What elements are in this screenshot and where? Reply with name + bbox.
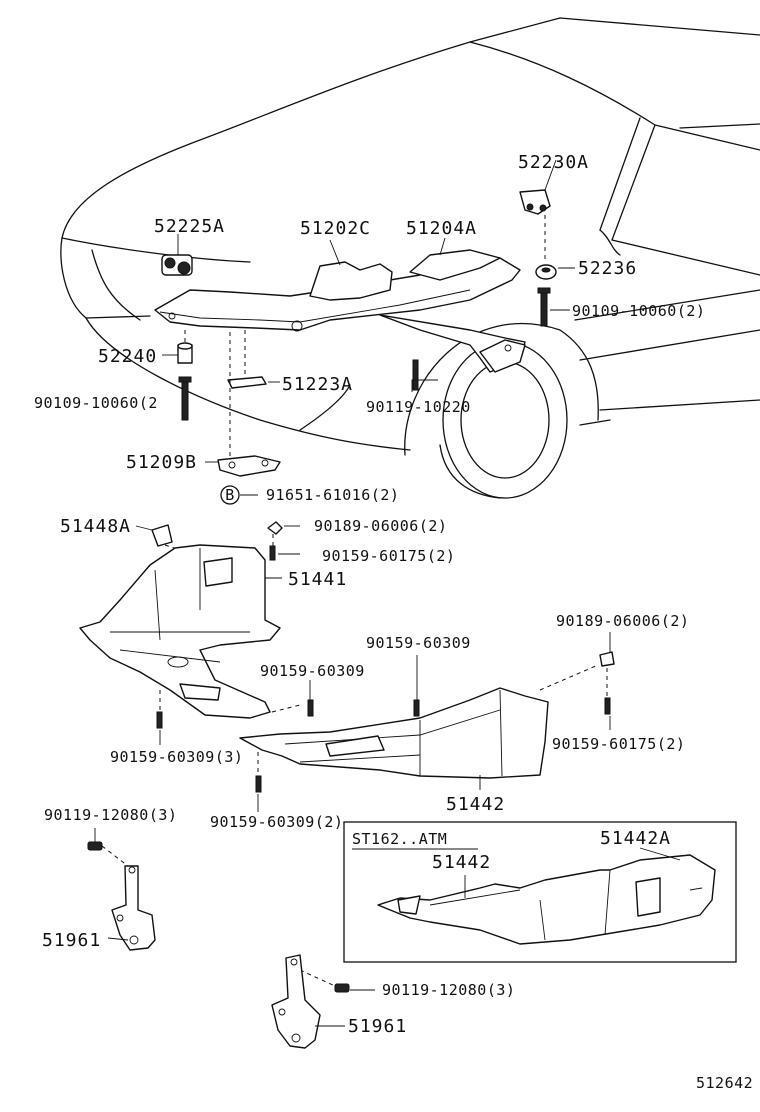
label-90119-10220: 90119-10220 [366, 398, 471, 416]
dash-line-left-bolt [271, 704, 301, 713]
inset-label-51442: 51442 [432, 852, 491, 873]
bracket-52230A [519, 189, 551, 215]
label-52225A: 52225A [154, 216, 225, 237]
label-51223A: 51223A [282, 374, 353, 395]
label-90189-06006-b: 90189-06006(2) [556, 612, 689, 630]
label-90159-60175-b: 90159-60175(2) [552, 735, 685, 753]
label-52236: 52236 [578, 258, 637, 279]
bolt-90109-10060-left [178, 376, 192, 421]
cushion-52236 [535, 264, 557, 280]
label-51204A: 51204A [406, 218, 477, 239]
label-90159-60309-upper: 90159-60309 [366, 634, 471, 652]
bolt-90159-60309-mid [307, 699, 314, 717]
circle-b-letter: B [225, 486, 235, 504]
label-51442: 51442 [446, 794, 505, 815]
under-cover-51441 [79, 544, 281, 719]
label-52230A: 52230A [518, 152, 589, 173]
label-51448A: 51448A [60, 516, 131, 537]
dash-line-right [539, 664, 599, 691]
leader-clip [164, 544, 181, 551]
bolt-90159-60309-upper [413, 699, 420, 717]
plate-51223A [227, 376, 267, 389]
label-51441: 51441 [288, 569, 347, 590]
label-51961-b: 51961 [348, 1016, 407, 1037]
label-90159-60309-2: 90159-60309(2) [210, 813, 343, 831]
label-90189-06006-a: 90189-06006(2) [314, 517, 447, 535]
bolt-90119-10220 [412, 359, 419, 391]
bolt-90159-60175-b [604, 697, 611, 715]
leader-bolt-b [299, 969, 336, 987]
bolt-90159-60309-2 [255, 775, 262, 793]
inset-title: ST162..ATM [352, 830, 447, 848]
nut-90189-06006-a [267, 521, 283, 535]
inset-box [343, 821, 737, 963]
inset-label-51442A: 51442A [600, 828, 671, 849]
bracket-51961-a [111, 865, 156, 951]
bolt-90109-10060-right [537, 287, 551, 327]
collar-52240 [177, 342, 193, 364]
inset-leader-51442A [639, 847, 681, 861]
clip-51448A [151, 524, 173, 547]
label-90119-12080-b: 90119-12080(3) [382, 981, 515, 999]
label-90159-60309-mid: 90159-60309 [260, 662, 365, 680]
label-90109-10060-right: 90109-10060(2) [572, 302, 705, 320]
figure-number: 512642 [696, 1074, 753, 1092]
bolt-90119-12080-a [87, 841, 103, 851]
bracket-52225A [161, 254, 193, 276]
leader-lines [94, 159, 611, 1027]
label-51961-a: 51961 [42, 930, 101, 951]
label-52240: 52240 [98, 346, 157, 367]
circle-b-marker [220, 485, 240, 505]
bolt-90159-60309-3 [156, 711, 163, 729]
leader-bolt-a [101, 845, 129, 867]
crossmember-assembly [154, 249, 526, 373]
inset-under-cover [377, 854, 716, 945]
label-90159-60175-a: 90159-60175(2) [322, 547, 455, 565]
bracket-51961-b [271, 954, 321, 1049]
nut-90189-06006-b [599, 651, 615, 667]
under-cover-51442 [239, 687, 549, 779]
label-90119-12080-a: 90119-12080(3) [44, 806, 177, 824]
label-51209B: 51209B [126, 452, 197, 473]
bolt-90119-12080-b [334, 983, 350, 993]
label-90109-10060-left: 90109-10060(2 [34, 394, 158, 412]
bolt-90159-60175-a [269, 545, 276, 561]
label-91651-61016: 91651-61016(2) [266, 486, 399, 504]
label-90159-60309-3: 90159-60309(3) [110, 748, 243, 766]
label-51202C: 51202C [300, 218, 371, 239]
plate-51209B [217, 455, 281, 477]
